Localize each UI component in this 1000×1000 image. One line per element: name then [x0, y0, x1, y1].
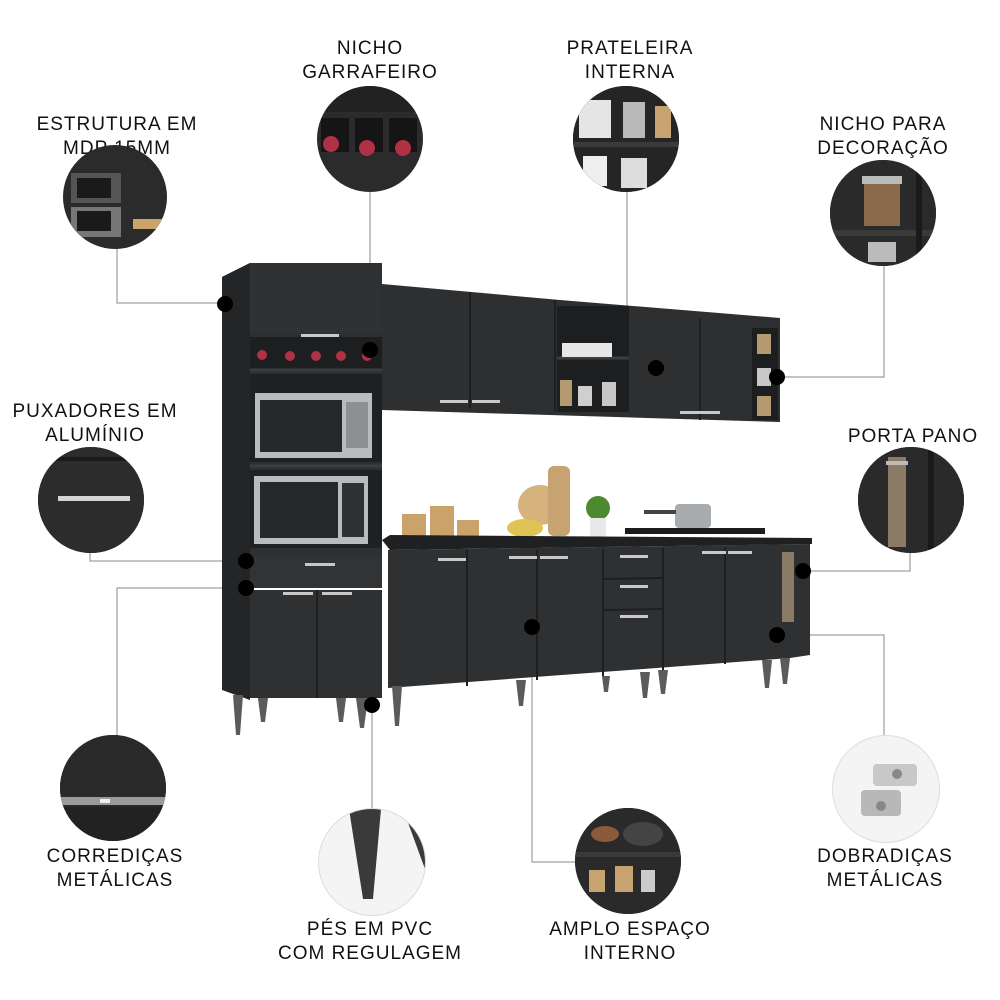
detail-puxadores [38, 447, 144, 553]
detail-nicho-decoracao [830, 160, 936, 266]
detail-prateleira-interna [573, 86, 679, 192]
label-porta-pano: PORTA PANO [847, 426, 979, 447]
countertop-items [402, 466, 765, 542]
callout-markers [217, 296, 811, 713]
detail-porta-pano [858, 447, 964, 553]
label-prateleira-interna: PRATELEIRA INTERNA [566, 38, 694, 83]
label-nicho-decoracao: NICHO PARA DECORAÇÃO [817, 114, 949, 159]
detail-corredicas [60, 735, 166, 841]
detail-estrutura [63, 145, 167, 249]
label-puxadores: PUXADORES EM ALUMÍNIO [12, 401, 178, 446]
detail-dobradicas [832, 735, 940, 843]
label-amplo-espaco: AMPLO ESPAÇO INTERNO [549, 919, 711, 964]
label-nicho-garrafeiro: NICHO GARRAFEIRO [302, 38, 438, 83]
connector-lines [89, 190, 911, 863]
label-pes: PÉS EM PVC COM REGULAGEM [277, 919, 463, 964]
detail-pes [318, 808, 426, 916]
upper-cabinets [382, 284, 780, 422]
label-dobradicas: DOBRADIÇAS METÁLICAS [817, 846, 953, 891]
lower-cabinets [382, 535, 812, 726]
label-corredicas: CORREDIÇAS METÁLICAS [46, 846, 184, 891]
detail-amplo-espaco [575, 808, 681, 914]
detail-nicho-garrafeiro [317, 86, 423, 192]
tall-tower [222, 263, 382, 735]
